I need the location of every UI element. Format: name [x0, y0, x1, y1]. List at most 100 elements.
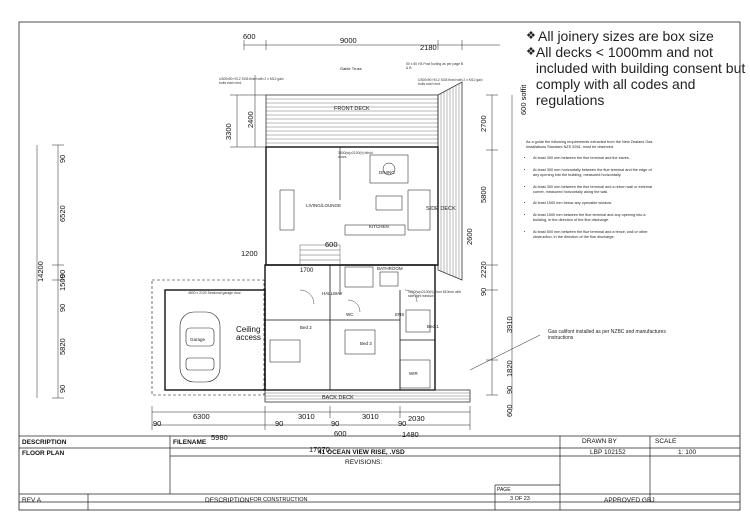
- tb-rev-desc-label: DESCRIPTION:: [205, 497, 252, 504]
- room-label-back-deck: BACK DECK: [322, 395, 354, 401]
- beam-note-right: U300x90 H3.2 SG8 fixed with 2 x M12 galv…: [418, 78, 483, 87]
- tb-drawn-by-value: LBP 102152: [590, 449, 626, 456]
- dim-right-2220: 2220: [479, 261, 488, 278]
- dim-mid-1200: 1200: [241, 249, 258, 258]
- dim-bot-90-b: 90: [275, 419, 284, 428]
- room-label-bed2: Bed 2: [300, 325, 312, 330]
- dim-right-600: 600: [505, 404, 514, 417]
- front-deck-boards: [265, 94, 439, 148]
- dim-left-1500: 1500: [58, 274, 67, 291]
- entry-steps: [299, 244, 341, 266]
- dim-bot-90-d: 90: [398, 419, 407, 428]
- room-label-hallway: HALLWAY: [322, 291, 343, 296]
- room-label-kitchen: KITCHEN: [369, 224, 389, 229]
- dim-top-9000: 9000: [340, 36, 357, 45]
- sheet-border: [18, 21, 741, 511]
- room-label-living: LIVING/LOUNGE: [306, 203, 342, 208]
- dim-right-5800: 5800: [479, 186, 488, 203]
- bifold-doors-note: 3600(w)x2100(h) bifold doors: [338, 151, 373, 160]
- garage-door-note: 4800 x 2100 Sectional garage door: [188, 291, 241, 295]
- guide-item: At least 300 mm horizontally between the…: [533, 168, 656, 178]
- title-block-grid: [19, 435, 740, 510]
- room-label-front-deck: FRONT DECK: [334, 106, 370, 112]
- tb-revisions-label: REVISIONS:: [345, 459, 383, 466]
- dim-bot-90-c: 90: [331, 419, 340, 428]
- guide-item: At least 1500 mm between the flue termin…: [533, 213, 656, 223]
- dim-bot-17070: 17070: [309, 445, 330, 454]
- dim-mid-1700: 1700: [300, 268, 314, 274]
- dim-right-2600: 2600: [465, 228, 474, 245]
- room-label-bed1: Bed 1: [427, 324, 439, 329]
- ceiling-access-label: Ceiling access: [236, 325, 261, 343]
- room-label-bathroom: BATHROOM: [377, 266, 403, 271]
- dim-left-14200: 14200: [36, 261, 45, 282]
- dim-left-2400: 2400: [246, 111, 255, 128]
- general-notes: ❖All joinery sizes are box size ❖All dec…: [526, 28, 748, 108]
- dim-mid-600: 600: [325, 240, 338, 249]
- dim-left-90-d: 90: [58, 384, 67, 393]
- room-label-bed3: Bed 3: [360, 341, 372, 346]
- guide-intro: As a guide the following requirements ex…: [526, 140, 653, 149]
- dim-right-90-b: 90: [505, 385, 514, 394]
- guide-item: At least 300 mm between the flue termina…: [533, 185, 656, 195]
- living-block-walls: [265, 146, 439, 266]
- guide-item: At least 1500 mm below any openable wind…: [533, 201, 656, 206]
- tb-filename-label: FILENAME: [173, 439, 207, 446]
- dim-bot-90-a: 90: [153, 419, 162, 428]
- dim-bot-1480: 1480: [402, 430, 419, 439]
- soffit-note: 600 soffit: [519, 84, 528, 115]
- tb-page-value: 3 OF 23: [510, 496, 530, 502]
- tb-page-label: PAGE: [497, 487, 511, 493]
- dim-left-3300: 3300: [224, 123, 233, 140]
- gas-flue-guide: As a guide the following requirements ex…: [526, 140, 656, 247]
- room-label-wc: WC: [346, 312, 354, 317]
- gas-califont-note: Gas califont installed as per NZBC and m…: [548, 329, 666, 342]
- tb-rev-desc-value: FOR CONSTRUCTION: [250, 497, 308, 503]
- note-line-2: All decks < 1000mm and not included with…: [535, 44, 746, 108]
- dim-bot-5980: 5980: [211, 433, 228, 442]
- dim-bot-3010-a: 3010: [298, 412, 315, 421]
- tb-description-value: FLOOR PLAN: [22, 450, 65, 457]
- bullet-star-icon: ❖: [526, 46, 536, 58]
- back-deck-boards: [264, 389, 471, 403]
- guide-item: At least 300 mm between the flue termina…: [533, 156, 656, 161]
- dim-top-600: 600: [243, 32, 256, 41]
- door-sidelight-note: 1240(w)x2100(h) Door 810mm with side lig…: [408, 290, 462, 299]
- dim-top-2180: 2180: [420, 43, 437, 52]
- tb-drawn-by-label: DRAWN BY: [582, 438, 617, 445]
- dim-bot-600: 600: [334, 429, 347, 438]
- gable-truss-note: Gable Truss: [340, 66, 362, 71]
- car-symbol: [179, 311, 221, 383]
- room-label-wir: WIR: [409, 371, 418, 376]
- tb-approved: APPROVED GBJ: [604, 497, 655, 504]
- dimension-lines: [36, 40, 541, 430]
- dim-bot-3010-b: 3010: [362, 412, 379, 421]
- dim-left-90-c: 90: [58, 303, 67, 312]
- dim-bot-6300: 6300: [193, 412, 210, 421]
- dim-right-3910: 3910: [505, 316, 514, 333]
- dim-bot-2030: 2030: [408, 414, 425, 423]
- note-line-1: All joinery sizes are box size: [538, 28, 714, 44]
- tb-rev: REV A: [22, 497, 42, 504]
- guide-item: At least 500 mm between the flue termina…: [533, 230, 656, 240]
- beam-note-left: U300x90 H3.2 SG8 fixed with 2 x M12 galv…: [219, 77, 284, 86]
- tb-scale-value: 1: 100: [678, 449, 697, 456]
- room-label-side-deck: SIDE DECK: [426, 206, 456, 212]
- dim-right-90: 90: [479, 287, 488, 296]
- post-footing-note: 50 x 50 H3 Post footing as per page B & …: [406, 62, 464, 71]
- room-label-ens: ENS: [395, 312, 405, 317]
- lower-block-walls: [151, 264, 436, 396]
- room-label-garage: Garage: [190, 337, 206, 342]
- tb-filename-value: 41 OCEAN VIEW RISE, .VSD: [318, 449, 405, 456]
- dim-left-5820: 5820: [58, 338, 67, 355]
- dim-right-1820: 1820: [505, 360, 514, 377]
- side-deck-boards: [437, 81, 463, 281]
- dim-right-2700: 2700: [479, 115, 488, 132]
- bullet-star-icon: ❖: [526, 30, 536, 42]
- dim-left-6520: 6520: [58, 205, 67, 222]
- tb-scale-label: SCALE: [655, 438, 677, 445]
- room-label-dining: DINING: [379, 170, 395, 175]
- guide-list: At least 300 mm between the flue termina…: [526, 156, 656, 240]
